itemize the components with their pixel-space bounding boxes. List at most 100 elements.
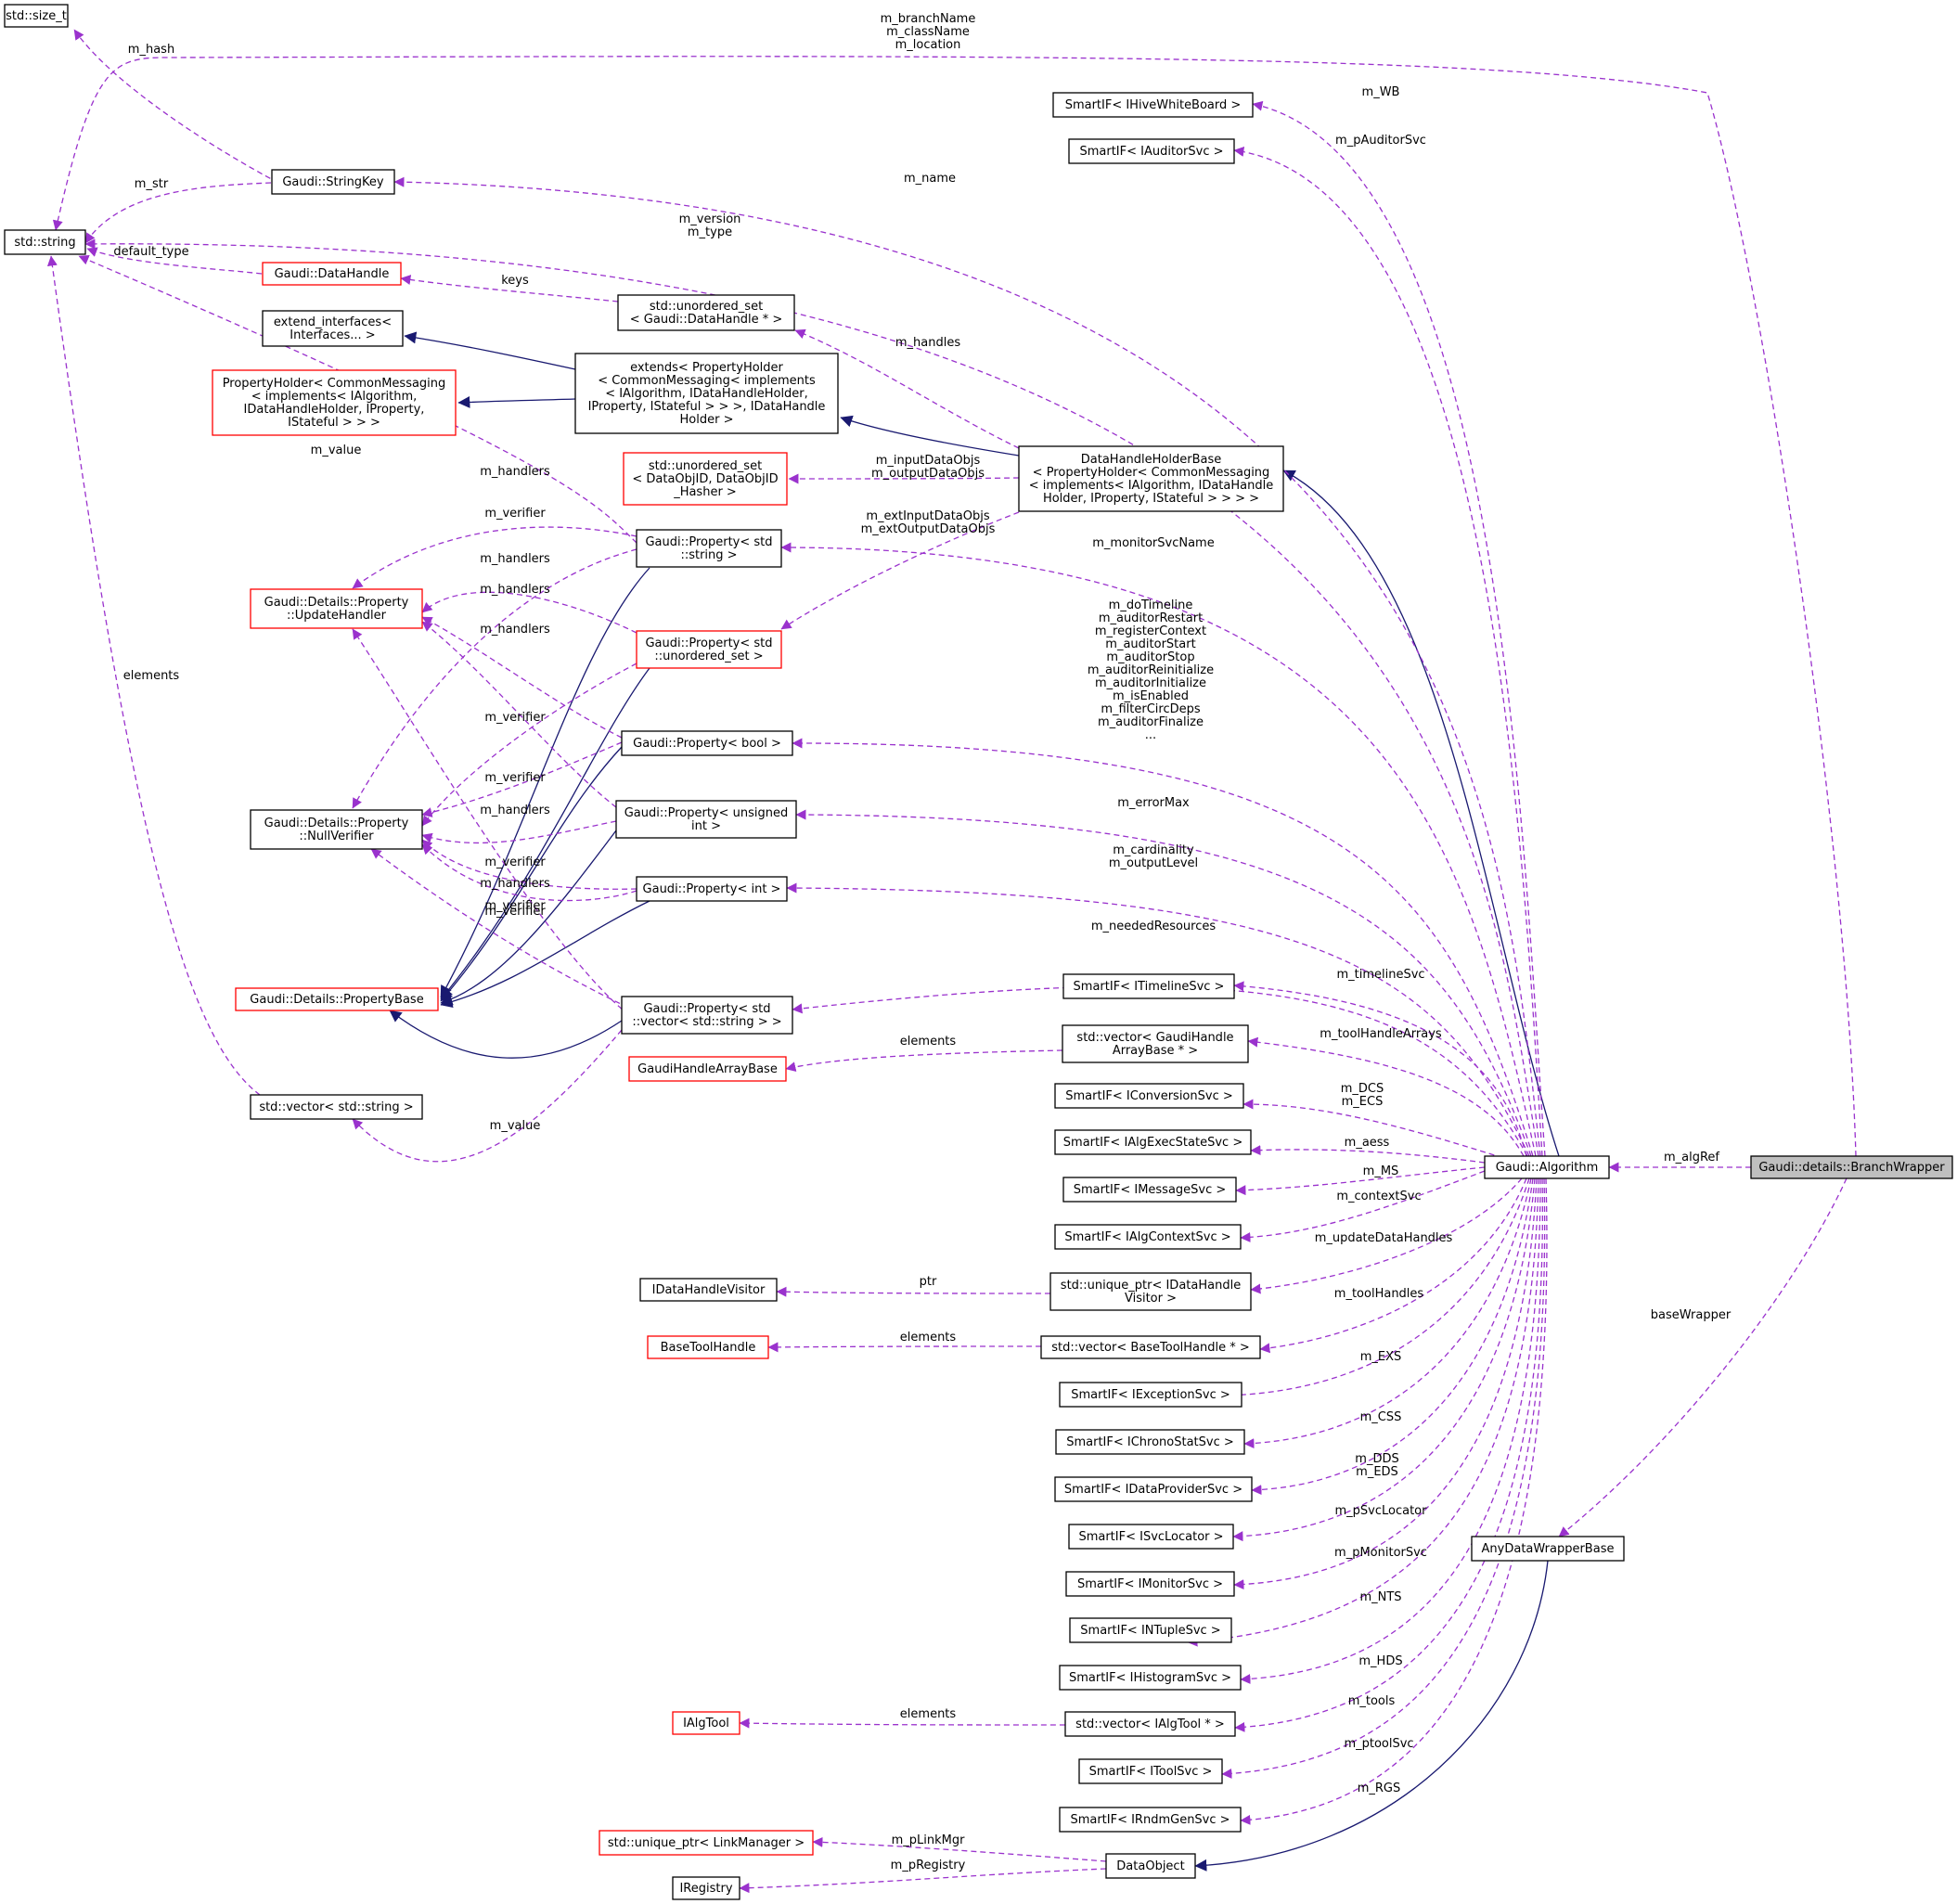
edge-label: m_pRegistry	[891, 1859, 966, 1872]
edge-label: m_filterCircDeps	[1101, 702, 1201, 716]
edge-label: m_verifier	[484, 905, 546, 919]
class-node-vec_bth[interactable]: std::vector< BaseToolHandle * >	[1040, 1335, 1261, 1359]
class-node-label: < PropertyHolder< CommonMessaging	[1033, 466, 1270, 480]
class-node-label: std::vector< std::string >	[259, 1100, 413, 1114]
edge-label: m_handlers	[480, 465, 550, 479]
class-node-uset_id[interactable]: std::unordered_set< DataObjID, DataObjID…	[623, 452, 788, 506]
class-node-nullverifier[interactable]: Gaudi::Details::Property::NullVerifier	[250, 809, 423, 850]
class-node-label: std::unique_ptr< IDataHandle	[1061, 1279, 1241, 1293]
class-node-box	[1062, 973, 1235, 999]
class-node-box	[1064, 1711, 1236, 1737]
class-node-datahandle[interactable]: Gaudi::DataHandle	[262, 262, 402, 286]
inheritance-edge-prop_bool-to-propertybase	[440, 746, 623, 1002]
usage-edge-algorithm-to-vec_bth	[1259, 1177, 1527, 1354]
class-node-sif_rndm[interactable]: SmartIF< IRndmGenSvc >	[1059, 1807, 1242, 1833]
class-node-label: ::unordered_set >	[654, 650, 763, 663]
class-node-algorithm[interactable]: Gaudi::Algorithm	[1484, 1155, 1610, 1179]
class-node-box	[262, 310, 404, 347]
class-node-sif_conv[interactable]: SmartIF< IConversionSvc >	[1054, 1083, 1244, 1109]
class-node-sif_nt[interactable]: SmartIF< INTupleSvc >	[1069, 1617, 1232, 1643]
class-node-prop_string[interactable]: Gaudi::Property< std::string >	[636, 529, 782, 568]
class-node-sif_hist[interactable]: SmartIF< IHistogramSvc >	[1059, 1665, 1242, 1691]
class-node-sif_exc[interactable]: SmartIF< IExceptionSvc >	[1059, 1382, 1242, 1408]
class-node-ialgtool[interactable]: IAlgTool	[672, 1711, 740, 1735]
class-node-label: SmartIF< IHistogramSvc >	[1069, 1671, 1231, 1685]
class-node-basetool[interactable]: BaseToolHandle	[647, 1335, 769, 1359]
class-node-sif_svcloc[interactable]: SmartIF< ISvcLocator >	[1068, 1524, 1234, 1550]
class-node-extend_ifaces[interactable]: extend_interfaces<Interfaces... >	[262, 310, 404, 347]
class-node-box	[1068, 1524, 1234, 1550]
inheritance-edge-adwb-to-dataobject	[1194, 1560, 1549, 1872]
class-node-box	[1018, 445, 1284, 512]
class-node-sif_mon[interactable]: SmartIF< IMonitorSvc >	[1065, 1571, 1235, 1597]
edge-label: m_DCS	[1341, 1082, 1384, 1096]
inheritance-edge-dhhb-to-extends	[840, 415, 1020, 457]
class-node-sif_dp[interactable]: SmartIF< IDataProviderSvc >	[1054, 1476, 1253, 1502]
class-node-propertybase[interactable]: Gaudi::Details::PropertyBase	[235, 987, 439, 1011]
class-node-sif_aud[interactable]: SmartIF< IAuditorSvc >	[1068, 138, 1235, 164]
class-node-sif_aes[interactable]: SmartIF< IAlgExecStateSvc >	[1054, 1129, 1252, 1155]
class-node-label: Gaudi::Property< std	[643, 1002, 770, 1016]
class-node-uptr_lm[interactable]: std::unique_ptr< LinkManager >	[599, 1830, 814, 1856]
usage-edge-algorithm-to-string	[84, 238, 1539, 1157]
class-node-uptr_dhv[interactable]: std::unique_ptr< IDataHandleVisitor >	[1049, 1272, 1252, 1311]
class-node-label: SmartIF< ISvcLocator >	[1078, 1530, 1223, 1544]
class-node-vec_ialgtool[interactable]: std::vector< IAlgTool * >	[1064, 1711, 1236, 1737]
class-node-vec_ghab[interactable]: std::vector< GaudiHandleArrayBase * >	[1062, 1024, 1249, 1063]
class-node-box	[1054, 1129, 1252, 1155]
edge-label: m_handlers	[480, 623, 550, 637]
edge-label: m_verifier	[484, 856, 546, 869]
class-node-string[interactable]: std::string	[4, 229, 86, 255]
class-node-extends[interactable]: extends< PropertyHolder< CommonMessaging…	[574, 353, 839, 434]
class-node-sif_ctx[interactable]: SmartIF< IAlgContextSvc >	[1054, 1224, 1242, 1250]
edge-label: m_errorMax	[1117, 796, 1190, 810]
class-node-sif_wb[interactable]: SmartIF< IHiveWhiteBoard >	[1052, 92, 1254, 118]
class-node-iregistry[interactable]: IRegistry	[672, 1876, 740, 1900]
edge-label: m_verifier	[484, 711, 546, 725]
class-node-label: Gaudi::Property< std	[645, 637, 772, 650]
class-node-sif_tool[interactable]: SmartIF< IToolSvc >	[1078, 1758, 1223, 1784]
class-node-ghab[interactable]: GaudiHandleArrayBase	[628, 1056, 787, 1082]
class-node-box	[235, 987, 439, 1011]
usage-edge-dhhb-to-uset_id	[788, 473, 1020, 484]
class-node-sif_tl[interactable]: SmartIF< ITimelineSvc >	[1062, 973, 1235, 999]
class-node-box	[1750, 1155, 1953, 1179]
class-node-box	[574, 353, 839, 434]
class-node-dataobject[interactable]: DataObject	[1105, 1853, 1196, 1879]
class-node-sif_msg[interactable]: SmartIF< IMessageSvc >	[1062, 1177, 1237, 1203]
class-node-box	[1065, 1571, 1235, 1597]
class-node-branchwrapper[interactable]: Gaudi::details::BranchWrapper	[1750, 1155, 1953, 1179]
class-node-label: SmartIF< ITimelineSvc >	[1074, 980, 1225, 994]
class-node-label: SmartIF< IAuditorSvc >	[1079, 145, 1223, 159]
usage-edge-vec_ialgtool-to-ialgtool	[739, 1717, 1066, 1729]
class-node-box	[1054, 1224, 1242, 1250]
usage-edge-algorithm-to-sif_ctx	[1240, 1170, 1486, 1242]
class-node-updatehandler[interactable]: Gaudi::Details::Property::UpdateHandler	[250, 588, 423, 629]
edge-labels-layer: m_hashm_strdefault_typekeysm_handlesm_in…	[113, 12, 1732, 1872]
class-node-uset_dh[interactable]: std::unordered_set< Gaudi::DataHandle * …	[617, 294, 795, 331]
edge-label: m_version	[679, 212, 741, 226]
class-node-label: std::unique_ptr< LinkManager >	[608, 1836, 805, 1850]
class-node-box	[1078, 1758, 1223, 1784]
class-node-label: < implements< IAlgorithm, IDataHandle	[1029, 479, 1273, 493]
edge-label: m_pMonitorSvc	[1334, 1546, 1427, 1560]
class-node-sif_chrono[interactable]: SmartIF< IChronoStatSvc >	[1055, 1429, 1245, 1455]
edge-label: m_NTS	[1359, 1590, 1401, 1604]
class-node-dhhb[interactable]: DataHandleHolderBase< PropertyHolder< Co…	[1018, 445, 1284, 512]
class-node-box	[621, 996, 793, 1035]
class-node-vec_string[interactable]: std::vector< std::string >	[250, 1094, 423, 1120]
class-node-label: Gaudi::Property< bool >	[633, 737, 781, 751]
class-node-propholder[interactable]: PropertyHolder< CommonMessaging< impleme…	[212, 369, 457, 436]
class-node-dhvisitor[interactable]: IDataHandleVisitor	[639, 1278, 778, 1302]
class-node-size_t[interactable]: std::size_t	[4, 4, 69, 28]
usage-edge-algorithm-to-sif_conv	[1242, 1099, 1504, 1159]
class-node-label: IRegistry	[679, 1882, 732, 1896]
class-node-prop_int[interactable]: Gaudi::Property< int >	[636, 876, 788, 902]
class-node-prop_uset[interactable]: Gaudi::Property< std::unordered_set >	[636, 630, 782, 669]
class-node-prop_bool[interactable]: Gaudi::Property< bool >	[621, 730, 793, 756]
class-node-stringkey[interactable]: Gaudi::StringKey	[271, 169, 395, 195]
class-node-prop_vecstr[interactable]: Gaudi::Property< std::vector< std::strin…	[621, 996, 793, 1035]
class-node-adwb[interactable]: AnyDataWrapperBase	[1471, 1536, 1625, 1562]
